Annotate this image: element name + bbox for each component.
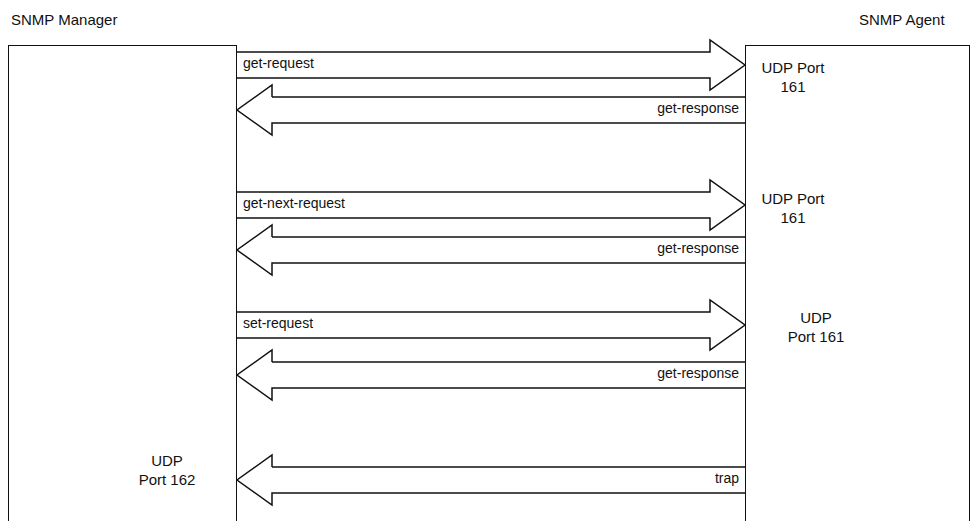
message-label: get-response bbox=[657, 365, 739, 381]
message-arrow bbox=[237, 85, 745, 135]
message-label: get-next-request bbox=[243, 195, 345, 211]
message-label: get-response bbox=[657, 240, 739, 256]
message-arrow bbox=[237, 225, 745, 275]
node-title: SNMP Manager bbox=[11, 10, 117, 29]
message-arrow bbox=[237, 350, 745, 400]
port-label: UDP Port 162 bbox=[136, 451, 198, 489]
message-label: get-response bbox=[657, 100, 739, 116]
port-label: UDP Port 161 bbox=[752, 189, 834, 227]
port-label: UDP Port 161 bbox=[752, 58, 834, 96]
message-arrow bbox=[237, 180, 745, 230]
agent-box: SNMP AgentUDP Port 161UDP Port 161UDP Po… bbox=[745, 45, 970, 521]
message-label: set-request bbox=[243, 315, 313, 331]
node-title: SNMP Agent bbox=[859, 10, 945, 29]
message-arrow bbox=[237, 300, 745, 350]
manager-box: SNMP ManagerUDP Port 162 bbox=[8, 45, 237, 521]
message-label: trap bbox=[715, 470, 739, 486]
port-label: UDP Port 161 bbox=[786, 308, 846, 346]
message-arrow bbox=[237, 40, 745, 90]
message-arrow bbox=[237, 455, 745, 505]
message-label: get-request bbox=[243, 55, 314, 71]
